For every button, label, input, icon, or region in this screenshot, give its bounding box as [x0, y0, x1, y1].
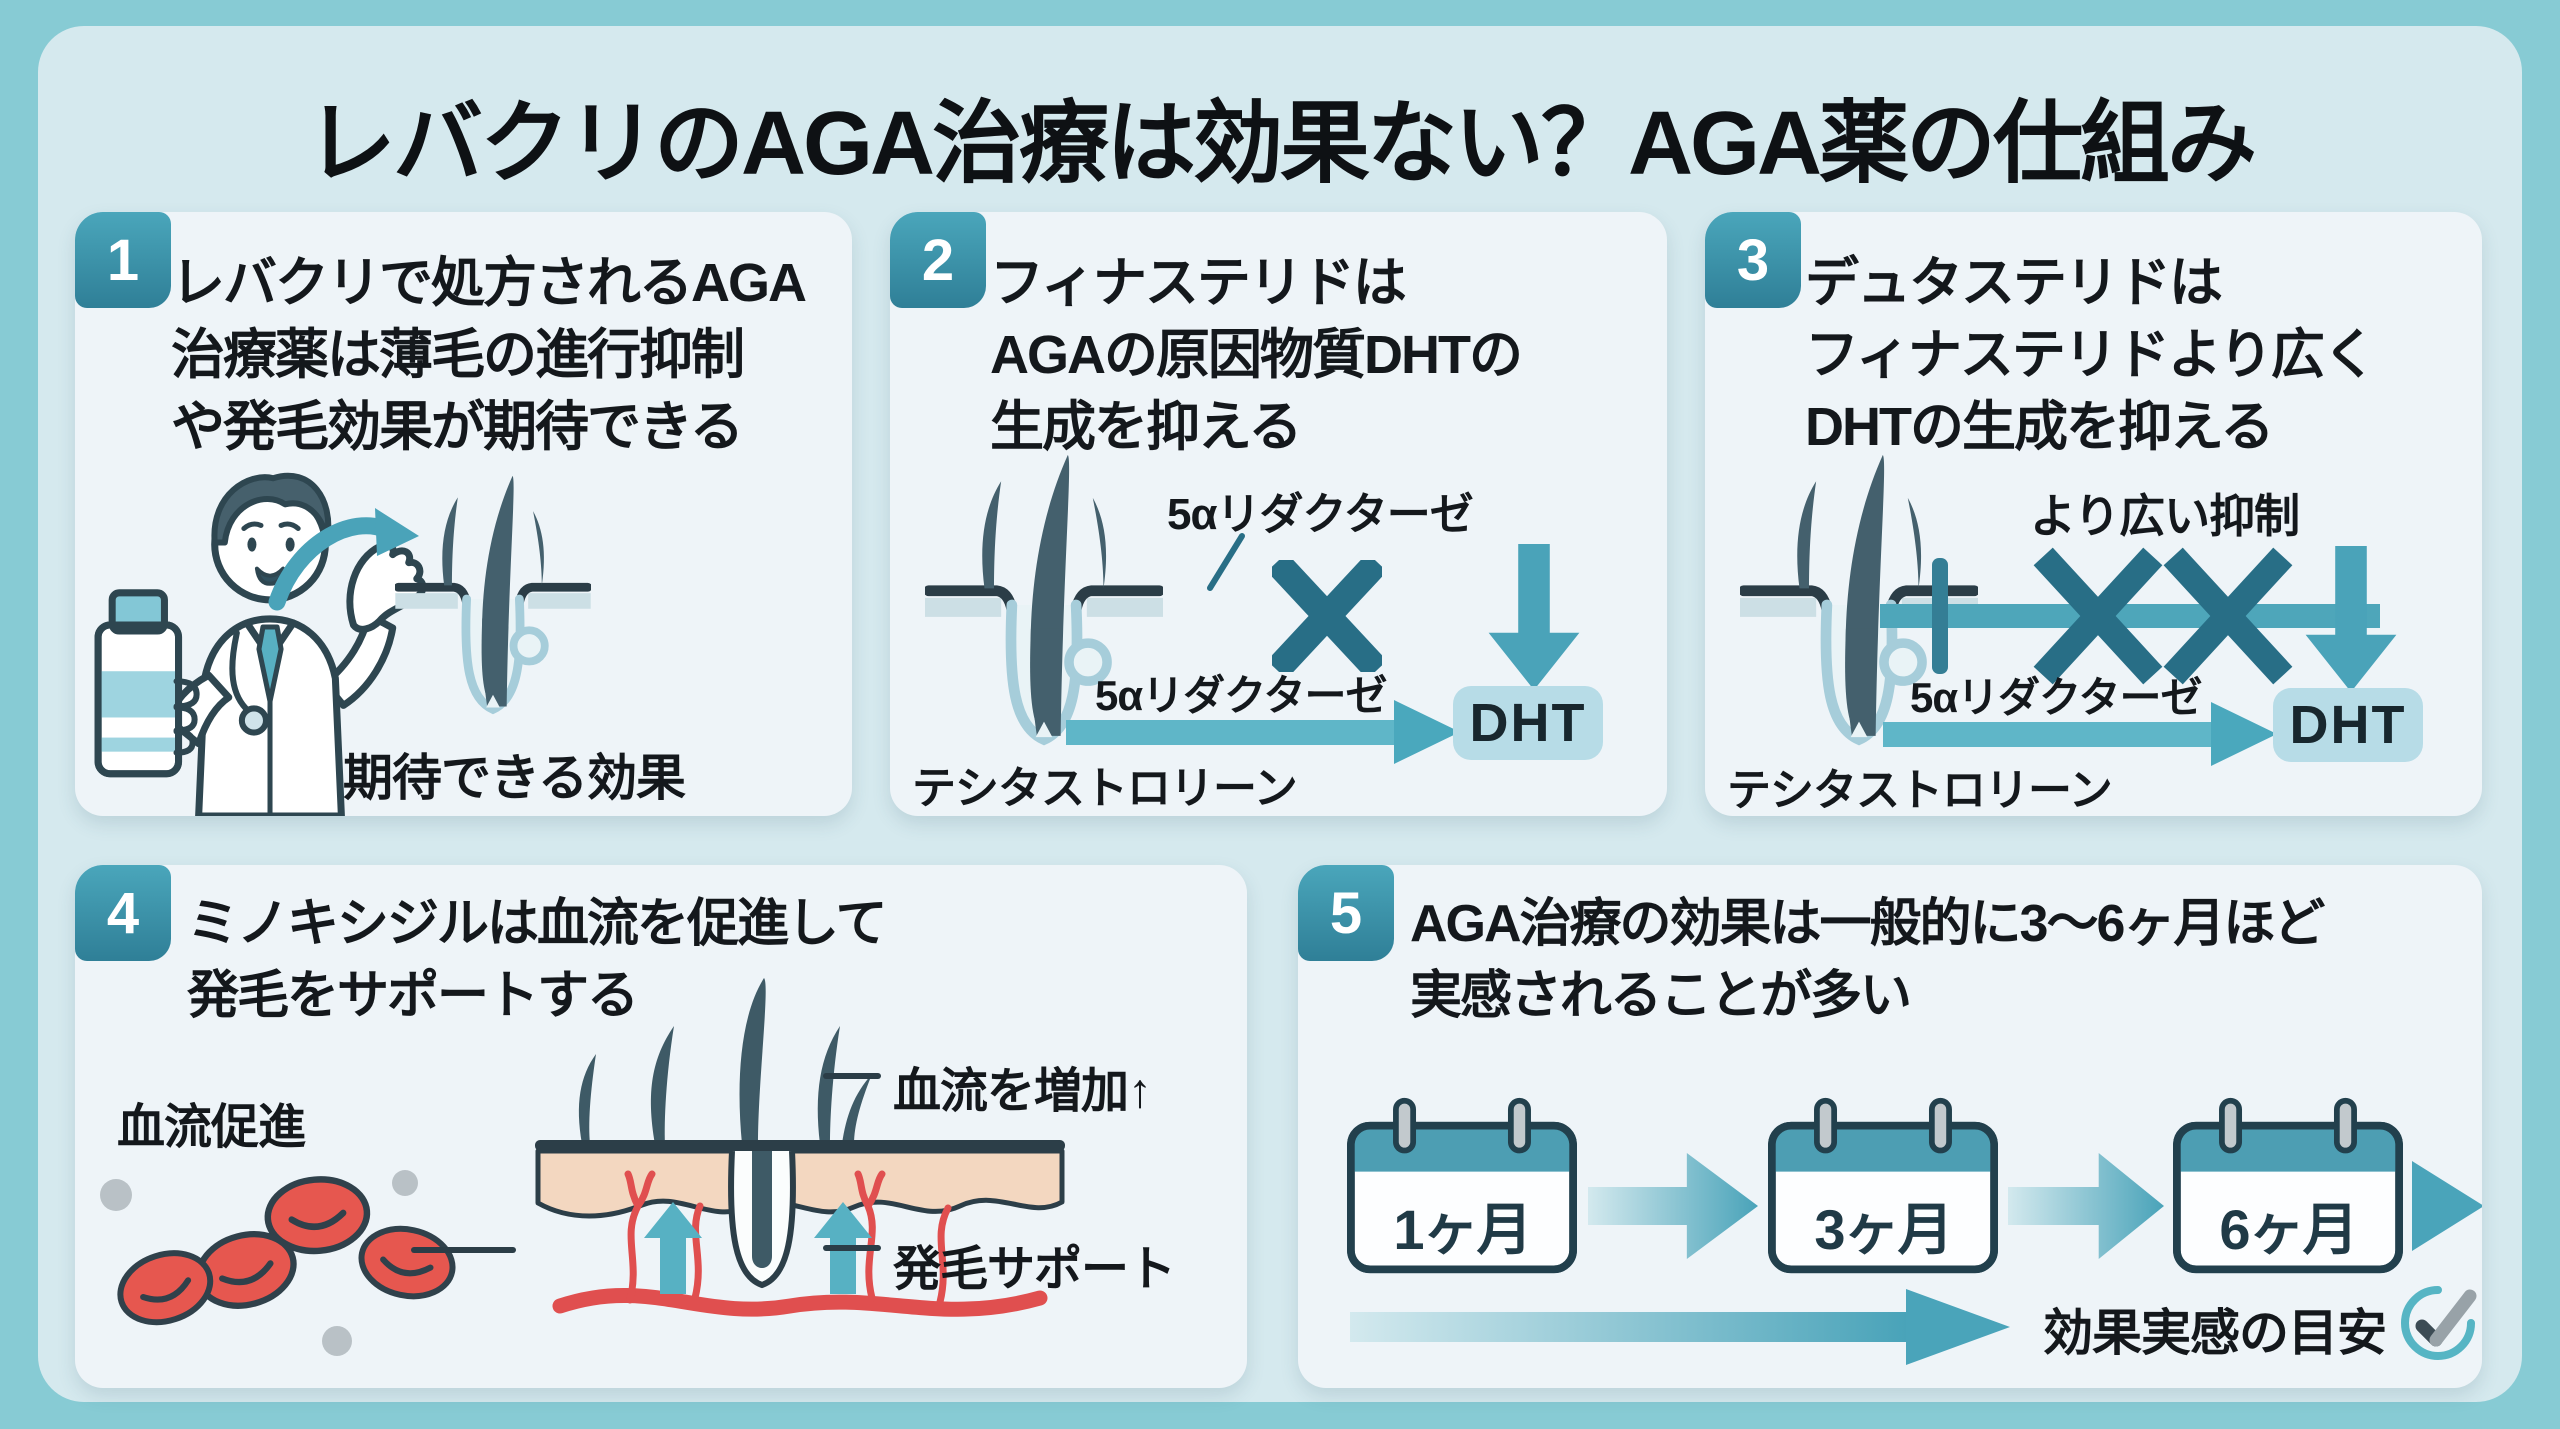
panel-1-heading: レバクリで処方されるAGA 治療薬は薄毛の進行抑制 や発毛効果が期待できる — [171, 253, 807, 457]
panel-2: 2 フィナステリドは AGAの原因物質DHTの 生成を抑える 5αリダクターゼ … — [890, 212, 1667, 816]
hairs — [578, 978, 872, 1144]
panel-2-enzyme-bottom-label: 5αリダクターゼ — [1095, 672, 1387, 719]
panel-3-heading: デュタステリドは フィナステリドより広く DHTの生成を抑える — [1805, 253, 2377, 457]
panel-4-bloodflow-label: 血流促進 — [117, 1101, 306, 1154]
panel-5: 5 AGA治療の効果は一般的に3〜6ヶ月ほど 実感されることが多い 1ヶ月 3ヶ… — [1298, 865, 2482, 1388]
panel-4-increase-label: 血流を増加↑ — [893, 1065, 1152, 1118]
timeline-arrow-icon — [2412, 1161, 2482, 1251]
panel-5-heading: AGA治療の効果は一般的に3〜6ヶ月ほど 実感されることが多い — [1410, 895, 2325, 1025]
panel-3-badge: 3 — [1705, 212, 1801, 308]
panel-2-badge: 2 — [890, 212, 986, 308]
month-6-label: 6ヶ月 — [2219, 1198, 2358, 1261]
curved-arrow-icon — [268, 508, 419, 611]
dht-box: DHT — [2273, 688, 2423, 762]
leader-line — [823, 1245, 881, 1251]
month-3-label: 3ヶ月 — [1814, 1198, 1953, 1261]
panel-4-badge: 4 — [75, 865, 171, 961]
down-arrow-icon — [2305, 546, 2397, 692]
page-title: レバクリのAGA治療は効果ない？AGA薬の仕組み — [306, 94, 2257, 194]
checkmark-icon — [2401, 1286, 2477, 1360]
leader-line — [411, 1247, 516, 1253]
panel-1: 1 レバクリで処方されるAGA 治療薬は薄毛の進行抑制 や発毛効果が期待できる — [75, 212, 852, 816]
panel-4-support-label: 発毛サポート — [893, 1243, 1176, 1296]
block-x-icon — [2163, 547, 2293, 685]
panel-3-substrate-label: テシタストロリーン — [1727, 766, 2113, 815]
progress-arrow-icon — [1350, 1289, 2010, 1365]
panel-2-substrate-label: テシタストロリーン — [912, 764, 1298, 813]
panel-2-heading: フィナステリドは AGAの原因物質DHTの 生成を抑える — [990, 253, 1523, 457]
panel-4: 4 ミノキシジルは血流を促進して 発毛をサポートする 血流促進 — [75, 865, 1247, 1388]
scalp-cross-section — [535, 978, 1065, 1317]
down-arrow-icon — [1488, 544, 1580, 690]
panel-2-enzyme-top-label: 5αリダクターゼ — [1167, 490, 1474, 539]
block-x-icon — [1272, 560, 1382, 672]
pointer-line — [1207, 533, 1245, 591]
month-1-label: 1ヶ月 — [1393, 1198, 1532, 1261]
panel-3-enzyme-label: 5αリダクターゼ — [1910, 674, 2202, 721]
leader-line — [823, 1073, 881, 1079]
hair-follicle-icon — [395, 472, 591, 726]
timeline-arrow-icon — [1588, 1153, 1758, 1259]
panel-5-badge: 5 — [1298, 865, 1394, 961]
blood-vessels — [552, 1170, 1048, 1317]
panel-1-badge: 1 — [75, 212, 171, 308]
panel-5-footer-label: 効果実感の目安 — [2043, 1305, 2387, 1361]
medicine-bottle-icon — [94, 589, 200, 778]
block-x-icon — [2033, 547, 2163, 685]
panel-1-caption: 期待できる効果 — [343, 750, 686, 806]
timeline-arrow-icon — [2008, 1153, 2164, 1259]
panel-4-heading: ミノキシジルは血流を促進して 発毛をサポートする — [187, 895, 887, 1025]
blood-cells-icon — [100, 1170, 480, 1356]
inhibition-band — [1880, 547, 2380, 685]
dht-box: DHT — [1453, 686, 1603, 760]
panel-3: 3 デュタステリドは フィナステリドより広く DHTの生成を抑える より広い抑制… — [1705, 212, 2482, 816]
panel-3-suppression-label: より広い抑制 — [2030, 490, 2300, 542]
